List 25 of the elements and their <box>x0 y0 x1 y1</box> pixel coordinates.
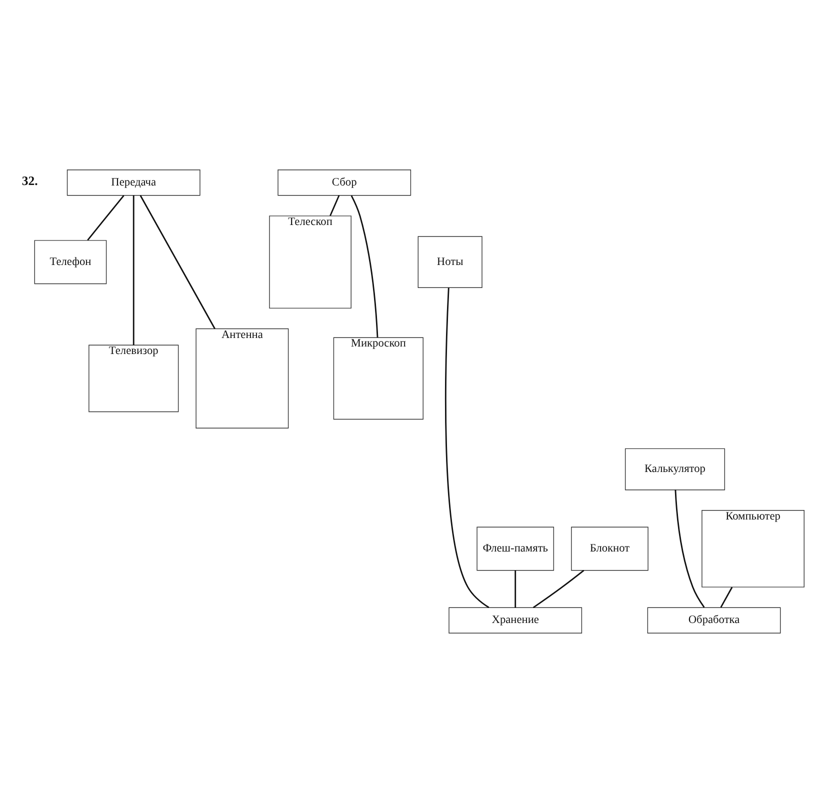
node-box: Телефон <box>34 240 107 284</box>
node-box: Антенна <box>196 328 289 428</box>
connector <box>330 194 340 216</box>
node-box: Блокнот <box>571 526 648 570</box>
connector <box>350 194 378 337</box>
connector <box>87 194 124 240</box>
node-box: Флеш-память <box>476 526 554 570</box>
node-box: Передача <box>66 168 200 196</box>
node-box: Микроскоп <box>333 336 424 420</box>
connector <box>132 194 134 344</box>
connector <box>674 489 705 608</box>
connector <box>445 287 490 608</box>
label: 32. <box>22 174 38 188</box>
node-box: Сбор <box>278 168 412 196</box>
node-box: Телевизор <box>88 344 179 412</box>
connector <box>514 570 516 608</box>
node-box: Компьютер <box>702 510 804 587</box>
node-box: Калькулятор <box>624 448 726 490</box>
connector <box>532 569 584 608</box>
connector <box>140 194 216 329</box>
node-box: Телескоп <box>269 215 352 308</box>
connector <box>720 586 733 608</box>
node-box: Ноты <box>418 236 482 288</box>
node-box: Обработка <box>647 606 781 634</box>
node-box: Хранение <box>448 606 582 634</box>
